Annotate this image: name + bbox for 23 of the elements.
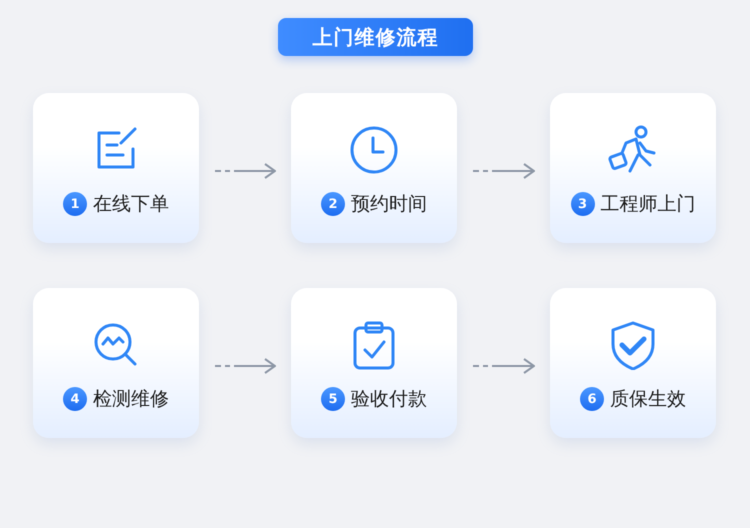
step-card: [291, 93, 457, 243]
step-card: [33, 288, 199, 438]
arrow: [215, 163, 276, 179]
step-label: 预约时间: [351, 192, 427, 217]
step-number: 6: [580, 387, 604, 411]
step-card: [550, 93, 716, 243]
step-label: 在线下单: [93, 192, 169, 217]
step-number: 3: [570, 192, 594, 216]
step-number: 2: [321, 192, 345, 216]
arrow: [473, 358, 535, 374]
step-number: 4: [63, 387, 87, 411]
step-card: [550, 288, 716, 438]
title-banner: 上门维修流程: [278, 18, 473, 56]
step-card: [33, 93, 199, 243]
step-number: 1: [63, 192, 87, 216]
step-card: [291, 288, 457, 438]
step-label: 质保生效: [610, 387, 686, 412]
step-label: 工程师上门: [600, 192, 696, 217]
step-label: 验收付款: [351, 387, 427, 412]
step-label: 检测维修: [93, 387, 169, 412]
arrow: [215, 358, 276, 374]
arrow: [473, 163, 535, 179]
step-number: 5: [321, 387, 345, 411]
